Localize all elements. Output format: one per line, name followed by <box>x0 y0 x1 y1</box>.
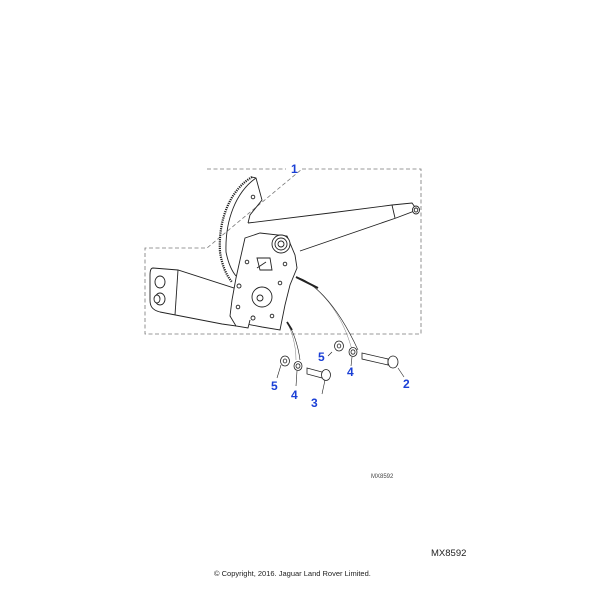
leader-lines <box>286 276 359 361</box>
assembly-boundary <box>144 168 422 335</box>
fastener-set-left <box>280 355 331 381</box>
sector-gear <box>218 176 263 283</box>
lift-arm <box>247 202 420 252</box>
callout-4-left: 4 <box>291 388 298 402</box>
callout-2: 2 <box>403 377 410 391</box>
short-bolt <box>306 367 323 379</box>
diagram-code-small: MX8592 <box>371 474 394 480</box>
motor <box>149 267 241 327</box>
callout-5-left: 5 <box>271 379 278 393</box>
callout-1: 1 <box>291 162 298 176</box>
callout-leaders <box>276 351 405 395</box>
long-bolt <box>361 352 389 366</box>
callout-3: 3 <box>311 396 318 410</box>
gearbox-housing <box>229 232 298 331</box>
fastener-set-right <box>334 340 399 369</box>
callout-4-right: 4 <box>347 365 354 379</box>
callout-5-right: 5 <box>318 350 325 364</box>
diagram-code-large: MX8592 <box>431 548 467 559</box>
copyright-notice: © Copyright, 2016. Jaguar Land Rover Lim… <box>214 569 371 578</box>
